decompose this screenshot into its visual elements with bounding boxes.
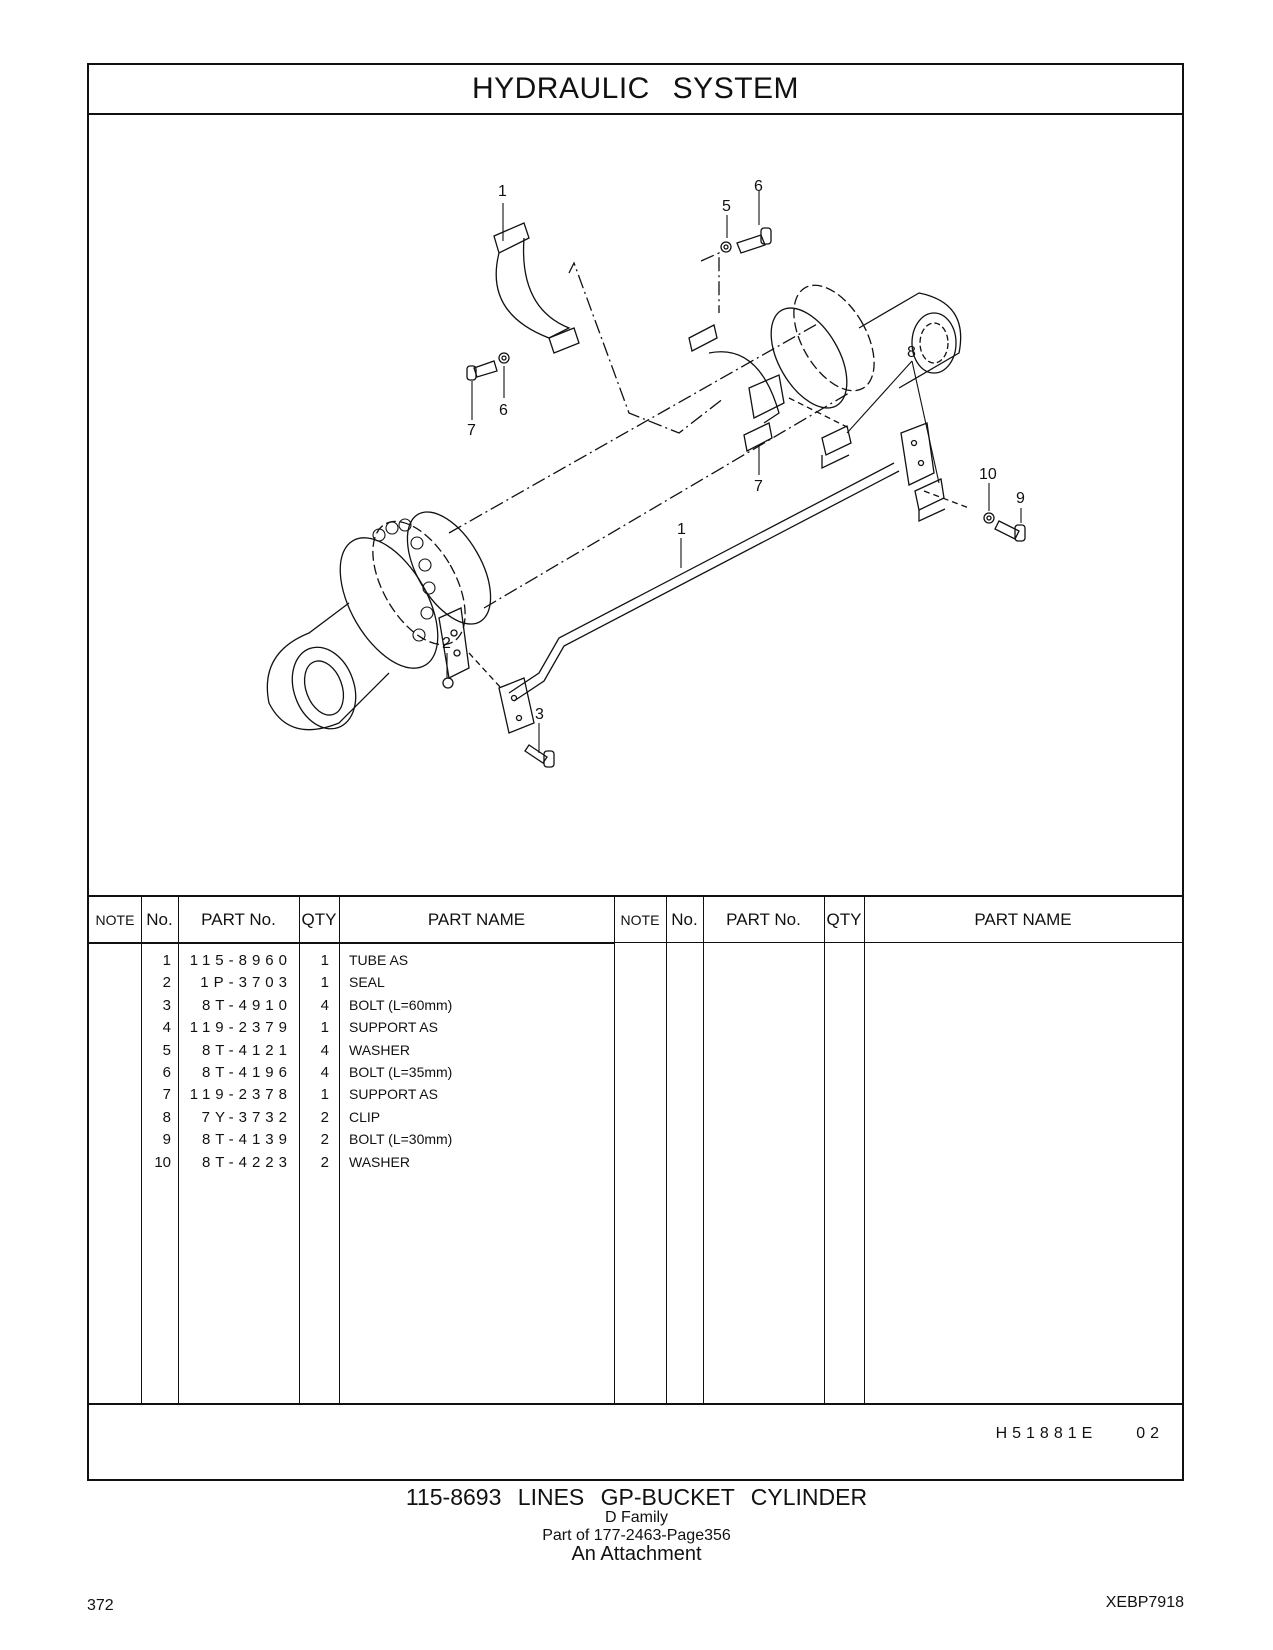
group-title: 115-8693 LINES GP-BUCKET CYLINDER: [405, 1484, 868, 1510]
tube-as: [468, 397, 970, 734]
row-part-name: BOLT (L=35mm): [349, 1064, 453, 1080]
row-number: 9: [162, 1131, 171, 1149]
col-header-note-right: NOTE: [614, 897, 666, 943]
parts-table-right: NOTE No. PART No. QTY PART NAME: [614, 897, 1182, 1403]
callout-leader-lines: [446, 191, 1022, 753]
drawing-code-rev: 02: [1136, 1425, 1164, 1442]
col-header-no-right: No.: [666, 897, 703, 943]
part-of-label: Part of 177-2463-Page356: [542, 1527, 731, 1544]
row-quantity: 2: [320, 1153, 329, 1171]
document-code: XEBP7918: [1105, 1594, 1184, 1611]
row-quantity: 4: [320, 996, 329, 1014]
row-part-number: 8T-4121: [201, 1041, 292, 1059]
callout-1: 1: [677, 521, 686, 538]
row-quantity: 4: [320, 1041, 329, 1059]
callout-7: 7: [754, 478, 763, 495]
col-header-qty: QTY: [299, 897, 339, 943]
parts-page-frame: HYDRAULIC SYSTEM: [87, 63, 1184, 1481]
callout-6-top: 6: [754, 178, 763, 195]
row-quantity: 1: [320, 952, 329, 969]
row-quantity: 1: [320, 974, 329, 992]
page-footer: 115-8693 LINES GP-BUCKET CYLINDER D Fami…: [0, 1485, 1273, 1564]
page-number: 372: [87, 1597, 114, 1614]
callout-labels: 1 6 5 6 7 7 8 1 2 3 10 9: [442, 178, 1025, 723]
row-quantity: 1: [320, 1086, 329, 1104]
exploded-parts-drawing: 1 6 5 6 7 7 8 1 2 3 10 9: [89, 113, 1182, 895]
callout-3: 3: [535, 706, 544, 723]
row-number: 10: [154, 1153, 171, 1171]
callout-4: 1: [498, 183, 507, 200]
drawing-code: H51881E 02: [996, 1425, 1164, 1443]
bolt-washer-group: [442, 227, 1026, 768]
row-part-number: 8T-4139: [201, 1131, 292, 1149]
callout-6-left: 7: [467, 422, 476, 439]
row-number: 8: [162, 1108, 171, 1126]
col-header-part-name: PART NAME: [339, 897, 614, 943]
row-part-number: 8T-4910: [201, 996, 292, 1014]
family-label: D Family: [604, 1509, 669, 1526]
row-part-name: WASHER: [349, 1041, 410, 1058]
row-quantity: 1: [320, 1019, 329, 1037]
row-part-name: BOLT (L=60mm): [349, 996, 453, 1013]
row-quantity: 2: [320, 1131, 329, 1149]
row-part-name: TUBE AS: [349, 952, 409, 968]
row-number: 3: [162, 996, 171, 1014]
row-part-name: SUPPORT AS: [349, 1086, 438, 1103]
row-part-name: WASHER: [349, 1153, 410, 1170]
row-part-number: 8T-4196: [201, 1064, 292, 1081]
col-header-part-no-right: PART No.: [703, 897, 824, 943]
row-part-number: 119-2379: [189, 1019, 292, 1037]
callout-5-left: 6: [499, 402, 508, 419]
row-number: 6: [162, 1064, 171, 1081]
support-as-top-left: [493, 222, 725, 434]
row-quantity: 2: [320, 1108, 329, 1126]
row-part-number: 119-2378: [189, 1086, 292, 1104]
col-header-note: NOTE: [89, 897, 141, 943]
row-part-number: 8T-4223: [201, 1153, 292, 1171]
drawing-code-id: H51881E: [995, 1425, 1098, 1442]
row-number: 7: [162, 1086, 171, 1104]
callout-5-top: 5: [722, 198, 731, 215]
attachment-label: An Attachment: [571, 1543, 702, 1565]
row-number: 2: [162, 974, 171, 992]
callout-9: 9: [1016, 490, 1025, 507]
support-as-right-band: [688, 251, 785, 452]
page-title: HYDRAULIC SYSTEM: [89, 65, 1182, 115]
row-part-name: BOLT (L=30mm): [349, 1131, 453, 1148]
row-part-name: SEAL: [349, 974, 385, 991]
row-part-number: 7Y-3732: [201, 1108, 292, 1126]
callout-10: 10: [979, 466, 997, 483]
row-number: 5: [162, 1041, 171, 1059]
cylinder-barrel: [266, 284, 962, 731]
clip-pair: [821, 425, 946, 523]
row-part-name: SUPPORT AS: [349, 1019, 438, 1036]
row-number: 4: [162, 1019, 171, 1037]
parts-table: NOTE No. PART No. QTY PART NAME 1 115-896…: [89, 895, 1182, 1405]
hydraulic-cylinder-illustration: 1 6 5 6 7 7 8 1 2 3 10 9: [266, 178, 1026, 768]
callout-2: 2: [442, 635, 451, 652]
row-part-number: 1P-3703: [200, 974, 292, 992]
row-number: 1: [162, 952, 171, 969]
col-header-qty-right: QTY: [824, 897, 864, 943]
col-header-part-name-right: PART NAME: [864, 897, 1182, 943]
col-header-no: No.: [141, 897, 178, 943]
col-header-part-no: PART No.: [178, 897, 299, 943]
row-quantity: 4: [320, 1064, 329, 1081]
callout-8: 8: [907, 344, 916, 361]
row-part-number: 115-8960: [189, 952, 292, 969]
parts-table-left: NOTE No. PART No. QTY PART NAME 1 115-896…: [89, 897, 615, 1403]
row-part-name: CLIP: [349, 1108, 381, 1125]
